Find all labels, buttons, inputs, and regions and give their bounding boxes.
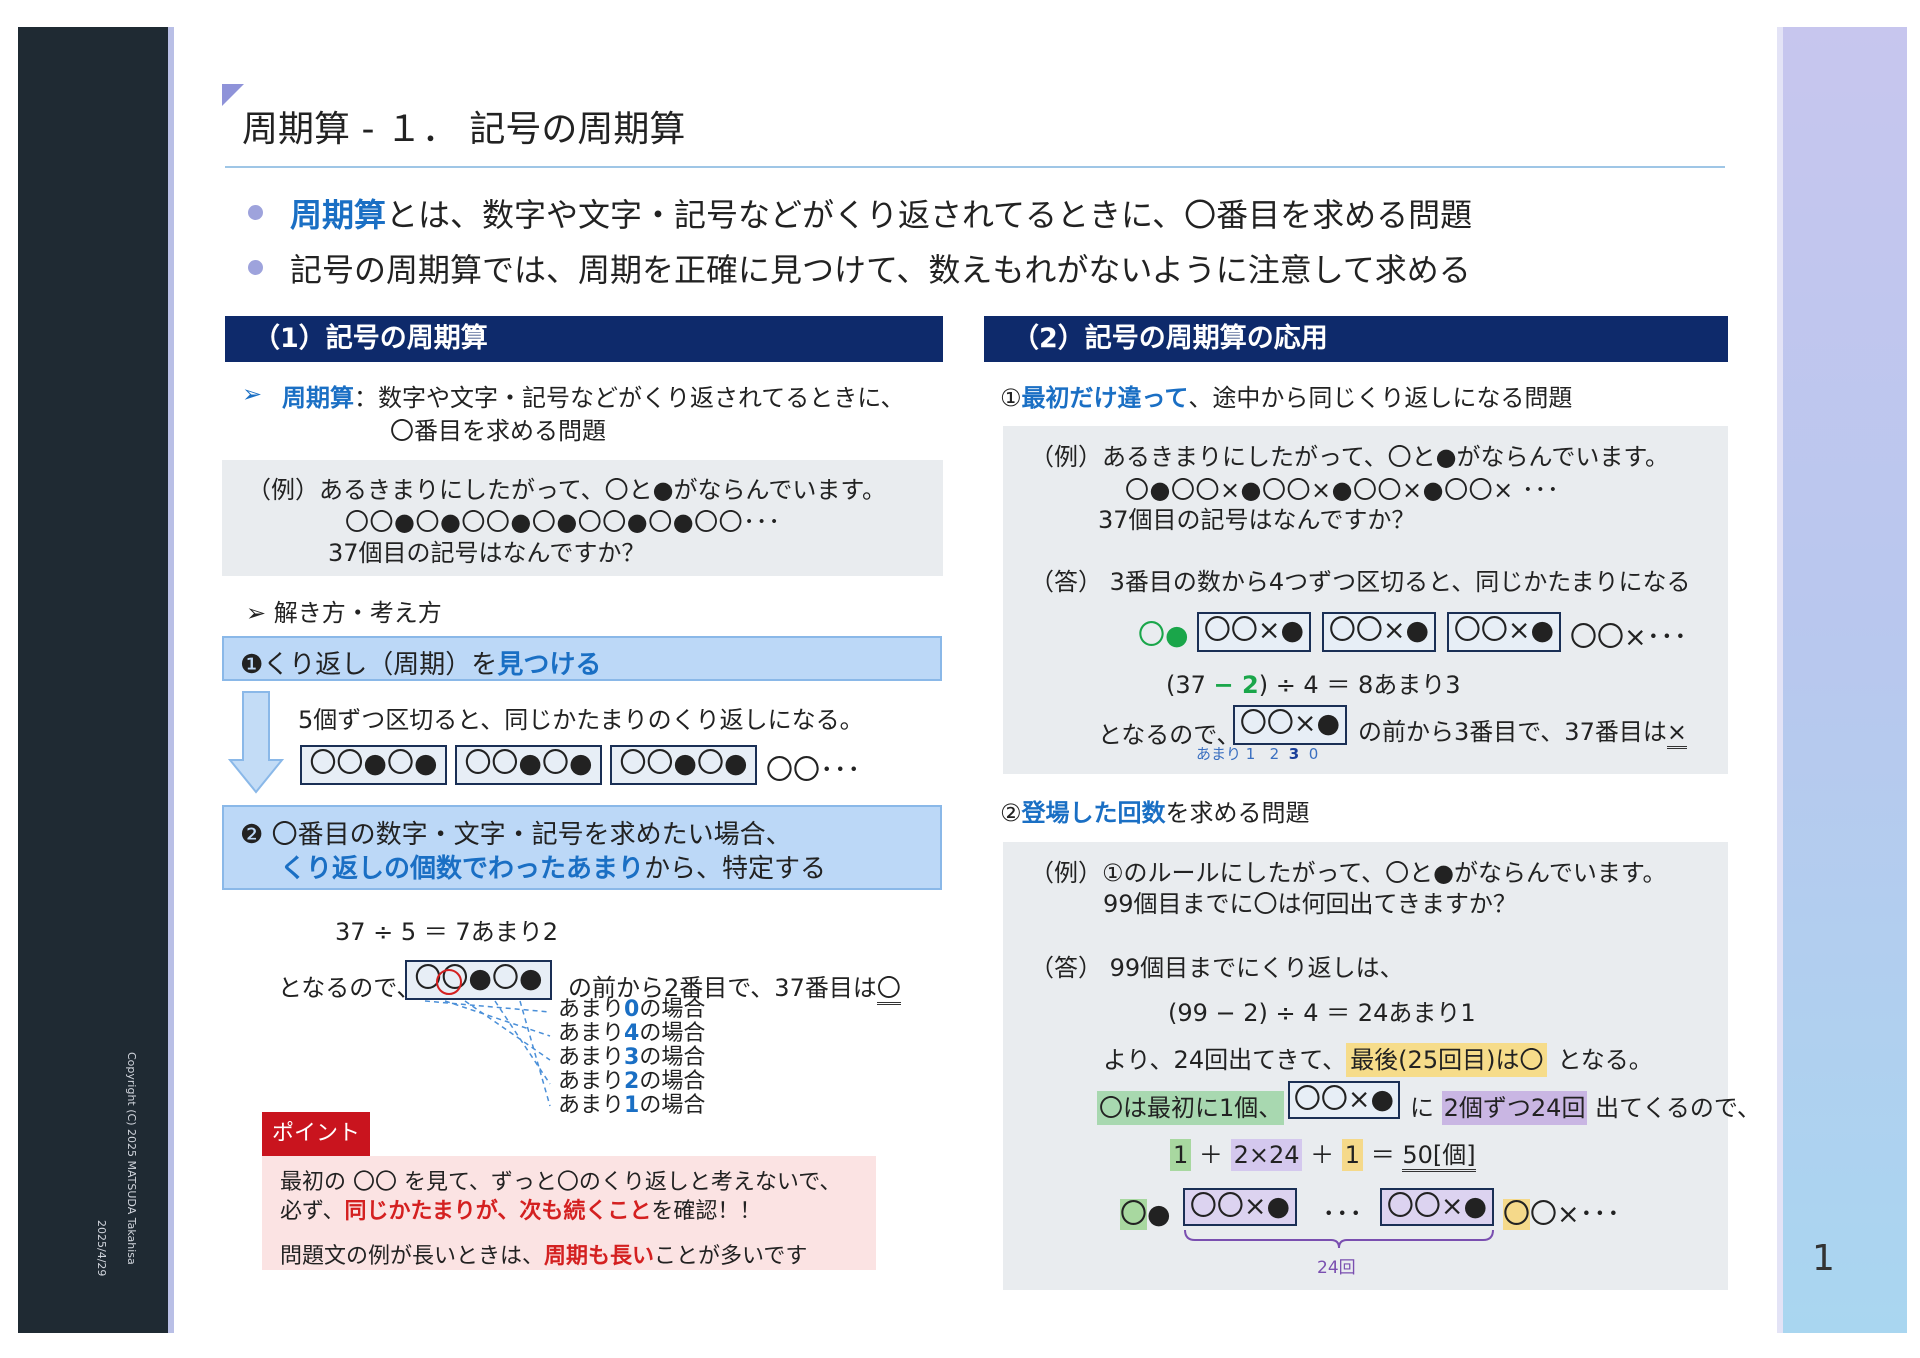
- question-2-heading: ②登場した回数を求める問題: [1000, 799, 1310, 827]
- left-conclusion-post: の前から2番目で、37番目は〇: [568, 968, 901, 1005]
- copyright-text: Copyright (C) 2025 MATSUDA Takahisa: [125, 1052, 138, 1265]
- ans1-line-1: （答） 3番目の数から4つずつ区切ると、同じかたまりになる: [1030, 568, 1691, 596]
- title-corner-icon: [222, 84, 244, 106]
- step-2-line-1: ❷ 〇番目の数字・文字・記号を求めたい場合、: [240, 820, 792, 850]
- example-line-1: （例）あるきまりにしたがって、〇と●がならんでいます。: [247, 476, 886, 504]
- seq-lead: 〇●: [1120, 1199, 1171, 1230]
- example-box-left: [222, 460, 943, 576]
- point-line-3: 問題文の例が長いときは、周期も長いことが多いです: [280, 1244, 808, 1269]
- ans2-line-1: （答） 99個目までにくり返しは、: [1030, 954, 1404, 982]
- group-box: 〇〇●〇●: [610, 745, 757, 785]
- bullet-dot-icon: [248, 205, 263, 220]
- page-title: 周期算 - １． 記号の周期算: [242, 109, 686, 150]
- ans2-line-4-start: 〇は最初に1個、: [1097, 1088, 1285, 1125]
- group-tail: 〇〇･･･: [766, 755, 861, 786]
- group-box-highlighted: 〇〇×●: [1233, 705, 1347, 745]
- group-box: 〇〇×●: [1380, 1188, 1494, 1226]
- step-1-note: 5個ずつ区切ると、同じかたまりのくり返しになる。: [298, 706, 864, 734]
- right-calculation-2: (99 − 2) ÷ 4 ＝ 24あまり1: [1168, 999, 1476, 1027]
- remainder-lines: [424, 1000, 551, 1107]
- left-sidebar-edge: [168, 27, 174, 1333]
- right-calculation-1: (37 − 2) ÷ 4 ＝ 8あまり3: [1166, 671, 1461, 699]
- method-heading: ➢ 解き方・考え方: [246, 599, 442, 627]
- group-box: 〇〇×●: [1183, 1188, 1297, 1226]
- ans2-line-4-end: に 2個ずつ24回 出てくるので、: [1410, 1088, 1761, 1125]
- left-conclusion-pre: となるので、: [278, 974, 421, 1002]
- ex1-question: 37個目の記号はなんですか？: [1098, 506, 1416, 534]
- group-tail: 〇〇×･･･: [1570, 622, 1688, 653]
- remainder-item: あまり2の場合: [558, 1069, 706, 1094]
- remainder-item: あまり0の場合: [558, 997, 706, 1022]
- group-box: 〇〇●〇●: [300, 745, 447, 785]
- right-conclusion-post: の前から3番目で、37番目は×: [1358, 712, 1687, 749]
- arrow-bullet-icon: ➢: [246, 599, 274, 627]
- intro-bullet-2: 記号の周期算では、周期を正確に見つけて、数えもれがないように注意して求める: [290, 251, 1471, 289]
- page-number: 1: [1812, 1238, 1835, 1279]
- right-conclusion-pre: となるので、: [1098, 721, 1241, 749]
- seq-tail: 〇〇×･･･: [1503, 1199, 1621, 1230]
- right-decor-bar: [1782, 27, 1907, 1333]
- remainder-item: あまり1の場合: [558, 1093, 706, 1118]
- bullet-dot-icon: [248, 260, 263, 275]
- example-sequence: 〇〇●〇●〇〇●〇●〇〇●〇●〇〇･･･: [345, 508, 781, 536]
- ex1-sequence: 〇●〇〇×●〇〇×●〇〇×●〇〇× ･･･: [1125, 476, 1560, 504]
- ex2-line-2: 99個目までに〇は何回出てきますか？: [1103, 890, 1517, 918]
- brace-label: 24回: [1317, 1258, 1356, 1278]
- point-line-1: 最初の 〇〇 を見て、ずっと〇のくり返しと考えないで、: [280, 1170, 842, 1195]
- title-divider: [225, 166, 1725, 168]
- group-box: 〇〇×●: [1322, 612, 1436, 652]
- right-decor-edge: [1777, 27, 1783, 1333]
- group-box: 〇〇×●: [1197, 612, 1311, 652]
- remainder-item: あまり4の場合: [558, 1021, 706, 1046]
- question-1-heading: ①最初だけ違って、途中から同じくり返しになる問題: [1000, 384, 1573, 412]
- arrow-bullet-icon: ➢: [242, 380, 263, 408]
- down-arrow-icon: [228, 691, 284, 794]
- step-1-box: [222, 636, 942, 681]
- sum-expression: 1 ＋ 2×24 ＋ 1 ＝ 50[個]: [1170, 1135, 1476, 1172]
- group-box: 〇〇×●: [1288, 1081, 1400, 1119]
- remainder-item: あまり3の場合: [558, 1045, 706, 1070]
- ex1-line-1: （例）あるきまりにしたがって、〇と●がならんでいます。: [1030, 443, 1669, 471]
- point-line-2: 必ず、同じかたまりが、次も続くことを確認！！: [280, 1199, 762, 1224]
- group-box-highlighted: 〇〇●〇●: [405, 960, 552, 1000]
- group-box: 〇〇●〇●: [455, 745, 602, 785]
- intro-bullet-1: 周期算とは、数字や文字・記号などがくり返されてるときに、〇番目を求める問題: [290, 196, 1473, 234]
- section-header-left: （1）記号の周期算: [225, 316, 943, 362]
- ans2-line-3: より、24回出てきて、最後(25回目)は〇となる。: [1103, 1040, 1653, 1077]
- group-box: 〇〇×●: [1447, 612, 1561, 652]
- section-header-right: （2）記号の周期算の応用: [984, 316, 1728, 362]
- step-1-text: ❶くり返し（周期）を見つける: [240, 650, 602, 680]
- brace-icon: [1184, 1229, 1494, 1249]
- example-box-right-1: [1003, 426, 1728, 774]
- definition-line-1: 周期算：数字や文字・記号などがくり返されてるときに、: [282, 384, 905, 412]
- remainder-list: あまり0の場合 あまり4の場合 あまり3の場合 あまり2の場合 あまり1の場合: [558, 998, 705, 1118]
- date-text: 2025/4/29: [95, 1220, 108, 1277]
- definition-line-2: 〇番目を求める問題: [390, 417, 606, 445]
- left-sidebar: [18, 27, 168, 1333]
- point-box: [262, 1156, 876, 1270]
- step-2-box: [222, 805, 942, 890]
- seq-ellipsis: ･･･: [1322, 1199, 1363, 1230]
- step-2-line-2: くり返しの個数でわったあまりから、特定する: [280, 854, 827, 884]
- ex2-line-1: （例）①のルールにしたがって、〇と●がならんでいます。: [1030, 859, 1667, 887]
- left-calculation: 37 ÷ 5 ＝ 7あまり2: [335, 918, 558, 946]
- highlight-ring-icon: [436, 969, 462, 995]
- amari-labels: あまり 1 2 3 0: [1196, 745, 1319, 763]
- point-tag: ポイント: [262, 1112, 370, 1156]
- lead-symbols: 〇●: [1138, 620, 1189, 651]
- example-question: 37個目の記号はなんですか？: [328, 539, 646, 567]
